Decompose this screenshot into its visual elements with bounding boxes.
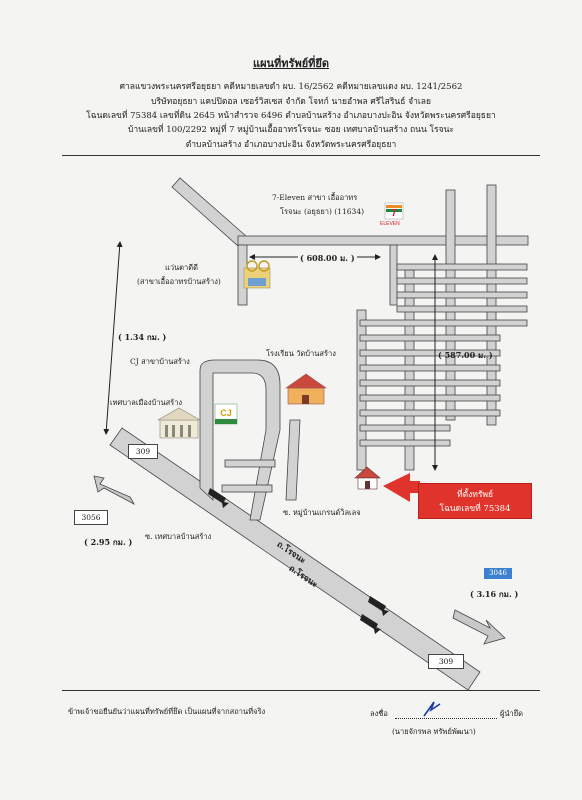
grid-road: [359, 364, 501, 372]
lane-arrow-icon: [360, 614, 381, 634]
route-3046-badge: 3046: [484, 568, 512, 579]
grid-road: [359, 349, 501, 357]
seven-eleven-label-2: โรจนะ (อยุธยา) (11634): [280, 207, 365, 216]
grid-road: [396, 291, 528, 299]
distance-right: ( 587.00 ม. ): [438, 350, 493, 360]
school-building-icon: [285, 373, 327, 405]
grid-road: [359, 424, 451, 432]
grid-road: [396, 263, 528, 271]
svg-text:CJ: CJ: [220, 408, 232, 418]
grid-road: [356, 309, 367, 471]
top-horizontal-road: [237, 235, 529, 246]
side-street: [224, 459, 276, 468]
property-house-icon: [354, 466, 381, 490]
top-rule: [62, 155, 540, 156]
soi-village-label: ซ. หมู่บ้านแกรนด์วิลเลจ: [283, 508, 361, 517]
grid-road: [359, 334, 501, 342]
district-line: ตำบลบ้านสร้าง อำเภอบางปะอิน จังหวัดพระนค…: [185, 140, 397, 150]
side-street: [221, 484, 273, 493]
curved-road: [199, 359, 281, 521]
grid-road: [396, 277, 528, 285]
signature-line: [395, 718, 497, 719]
arrow-3056-icon: [93, 475, 136, 506]
route-309-bottom-badge: 309: [428, 654, 464, 669]
address-line: บ้านเลขที่ 100/2292 หมู่ที่ 7 หมู่บ้านเอ…: [128, 125, 454, 135]
bottom-rule: [62, 690, 540, 691]
route-309-top-badge: 309: [128, 444, 158, 459]
grid-road: [486, 184, 497, 426]
distance-top: ( 608.00 ม. ): [298, 252, 357, 265]
arrow-3046-icon: [452, 609, 506, 645]
property-label-2: โฉนดเลขที่ 75384: [439, 504, 511, 514]
sign-suffix: ผู้นำยึด: [500, 709, 523, 718]
school-label: โรงเรียน วัดบ้านสร้าง: [266, 349, 336, 358]
property-location-box: ที่ตั้งทรัพย์ โฉนดเลขที่ 75384: [418, 483, 532, 519]
grid-road: [396, 305, 528, 313]
grid-road: [389, 244, 398, 306]
glasses-shop-label-1: แว่นตาดีดี: [165, 263, 198, 272]
grid-road: [359, 394, 501, 402]
distance-bottom-right: ( 3.16 กม. ): [470, 589, 519, 599]
svg-text:7: 7: [391, 208, 397, 219]
certify-text: ข้าพเจ้าขอยืนยันว่าแผนที่ทรัพย์ที่ยึด เป…: [68, 707, 266, 716]
lane-arrow-icon: [208, 488, 229, 508]
seven-eleven-logo-text: ELEVEN: [380, 221, 400, 227]
parties-line: บริษัทอยุธยา แคปปิตอล เซอร์วิสเซส จำกัด …: [151, 97, 431, 107]
distance-left: ( 1.34 กม. ): [118, 332, 167, 342]
seven-eleven-label-1: 7-Eleven สาขา เอื้ออาทร: [272, 193, 358, 202]
signer-name: (นายจักรพล ทรัพย์พัฒนา): [392, 727, 476, 736]
route-3056-badge: 3056: [74, 510, 108, 525]
side-street: [285, 419, 301, 501]
lane-arrow-icon: [368, 596, 389, 616]
dim-line-left: [103, 241, 123, 435]
grid-road: [359, 439, 451, 447]
deed-line: โฉนดเลขที่ 75384 เลขที่ดิน 2645 หน้าสำรว…: [86, 111, 496, 121]
grid-road: [359, 379, 501, 387]
map-title: แผนที่ทรัพย์ที่ยึด: [252, 57, 329, 70]
property-pointer-arrow-icon: [383, 473, 420, 502]
distance-bottom-left: ( 2.95 กม. ): [84, 537, 133, 547]
grid-road: [359, 319, 528, 327]
cj-label: CJ สาขาบ้านสร้าง: [130, 357, 190, 366]
sign-prefix: ลงชื่อ: [370, 709, 388, 718]
glasses-shop-icon: [243, 260, 271, 289]
municipality-building-icon: [156, 407, 202, 439]
grid-road: [445, 189, 456, 421]
property-label-1: ที่ตั้งทรัพย์: [456, 490, 494, 500]
signature-mark: [423, 701, 441, 717]
municipality-label: เทศบาลเมืองบ้านสร้าง: [110, 398, 183, 407]
case-line: ศาลแขวงพระนครศรีอยุธยา คดีหมายเลขดำ ผบ. …: [119, 82, 463, 92]
nw-diagonal-road: [171, 177, 247, 247]
soi-municipality-label: ซ. เทศบาลบ้านสร้าง: [145, 532, 212, 541]
cj-logo-icon: CJ: [214, 403, 238, 425]
glasses-shop-label-2: (สาขาเอื้ออาทรบ้านสร้าง): [137, 277, 221, 286]
seven-eleven-logo-icon: 7: [384, 202, 404, 220]
grid-road: [359, 409, 501, 417]
